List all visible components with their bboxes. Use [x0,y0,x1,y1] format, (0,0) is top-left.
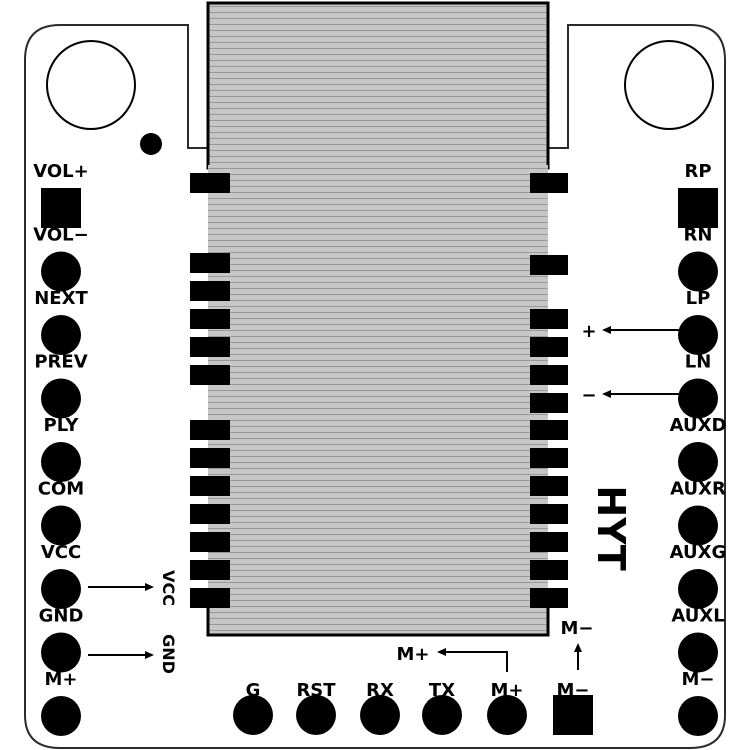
vcc-annotation: VCC [159,570,178,606]
annotation-arrows [88,326,680,672]
module-pad-left-4 [190,309,230,329]
module-pad-right-12 [530,560,568,580]
module-pad-right-8 [530,448,568,468]
left-pin-label-9: M+ [45,669,78,690]
arrow-ln-head [602,390,611,398]
pin1-marker-dot [140,133,162,155]
right-pin-label-4: LN [685,352,712,373]
arrow-vcc-head [145,583,154,591]
module-pad-left-1 [190,173,230,193]
bottom-pin-pad-3 [360,695,400,735]
module-pad-left-10 [190,504,230,524]
bottom-pin-pad-1 [233,695,273,735]
m-minus-annotation: M− [561,618,594,639]
module-body-outline [206,600,550,637]
module-pad-left-2 [190,253,230,273]
module-pad-right-6 [530,393,568,413]
module-pad-right-7 [530,420,568,440]
left-pin-pad-3 [41,315,81,355]
bottom-pin-pad-square-6 [553,695,593,735]
left-pin-label-3: NEXT [34,288,88,309]
mounting-hole-left [46,40,136,130]
left-pin-label-4: PREV [34,352,87,373]
right-pin-pad-6 [678,505,718,546]
arrow-mminus-head [574,643,582,652]
left-pin-label-7: VCC [41,542,81,563]
right-pin-pad-5 [678,442,718,482]
right-pin-pad-3 [678,315,718,355]
left-pin-header: VOL+ VOL− NEXT PREV PLY COM VCC GND M+ [33,161,89,736]
right-pin-label-3: LP [686,288,711,309]
module-pads [190,173,568,608]
left-pin-label-2: VOL− [33,225,88,246]
left-pin-label-1: VOL+ [33,161,88,182]
right-pin-pad-2 [678,251,718,292]
mounting-hole-right [624,40,714,130]
module-pad-left-3 [190,281,230,301]
left-pin-pad-2 [41,251,81,292]
bottom-pin-pad-2 [296,695,336,735]
right-pin-label-7: AUXG [670,542,727,563]
bottom-pin-label-5: M+ [491,680,524,701]
right-pin-label-2: RN [684,225,713,246]
left-pin-label-5: PLY [44,415,80,436]
module-pad-left-8 [190,448,230,468]
module-pad-left-13 [190,588,230,608]
bluetooth-module [206,1,550,637]
module-pad-left-11 [190,532,230,552]
left-pin-label-6: COM [38,479,84,500]
module-pad-right-5 [530,365,568,385]
left-pin-pad-4 [41,378,81,419]
module-pad-right-11 [530,532,568,552]
module-pad-right-4 [530,337,568,357]
arrow-mplus-head [437,648,446,656]
module-pad-left-7 [190,420,230,440]
module-pad-left-5 [190,337,230,357]
left-pin-pad-5 [41,442,81,482]
module-pad-right-13 [530,588,568,608]
module-antenna-area [206,1,550,170]
module-body [208,165,548,635]
right-pin-label-6: AUXR [670,479,726,500]
right-pin-pad-7 [678,569,718,609]
module-pad-right-1 [530,173,568,193]
right-pin-pad-square-1 [678,188,718,228]
left-pin-pad-6 [41,505,81,546]
module-pad-right-3 [530,309,568,329]
module-pad-right-9 [530,476,568,496]
left-pin-pad-8 [41,632,81,673]
right-pin-label-1: RP [684,161,711,182]
module-pad-right-10 [530,504,568,524]
module-pad-left-9 [190,476,230,496]
arrow-lp-head [602,326,611,334]
right-pin-label-9: M− [682,669,715,690]
left-pin-pad-9 [41,696,81,736]
bottom-pin-label-2: RST [296,680,336,701]
m-plus-annotation: M+ [397,644,430,665]
arrow-gnd-head [145,651,154,659]
bottom-pin-label-3: RX [366,680,394,701]
minus-annotation: − [581,385,596,406]
brand-label: HYT [589,485,633,570]
plus-annotation: + [581,321,596,342]
module-pad-right-2 [530,255,568,275]
bottom-pin-label-4: TX [429,680,455,701]
right-pin-label-8: AUXL [671,606,724,627]
module-pad-left-6 [190,365,230,385]
module-pad-left-12 [190,560,230,580]
bottom-pin-pad-4 [422,695,462,735]
left-pin-pad-square-1 [41,188,81,228]
right-pin-pad-4 [678,378,718,419]
right-pin-pad-8 [678,632,718,673]
right-pin-header: RP RN LP LN AUXD AUXR AUXG AUXL M− [670,161,727,736]
left-pin-pad-7 [41,569,81,609]
right-pin-pad-9 [678,696,718,736]
left-pin-label-8: GND [39,606,84,627]
right-pin-label-5: AUXD [670,415,727,436]
gnd-annotation: GND [159,634,178,674]
bottom-pin-pad-5 [487,695,527,735]
arrow-mplus-line [443,651,508,672]
